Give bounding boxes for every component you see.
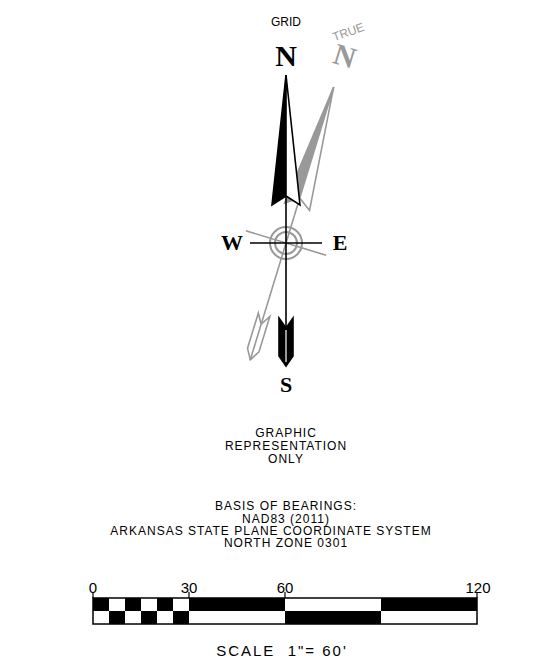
bearing-note: NORTH ZONE 0301 [224, 537, 348, 549]
scale-block [125, 598, 141, 611]
grid-label: GRID [271, 16, 301, 28]
scale-number: 0 [89, 580, 97, 595]
north-letter: N [275, 41, 297, 71]
scale-block [173, 611, 189, 624]
scale-block [381, 611, 477, 624]
scale-text: SCALE 1"= 60' [216, 643, 348, 658]
scale-block [189, 598, 285, 611]
bearing-note: ARKANSAS STATE PLANE COORDINATE SYSTEM [110, 525, 431, 537]
grid-north-arrow [250, 75, 322, 366]
scale-number: 30 [181, 580, 198, 595]
note-text: ONLY [268, 453, 304, 465]
scale-block [285, 598, 381, 611]
scale-block [173, 598, 189, 611]
scale-block [125, 611, 141, 624]
east-letter: E [333, 232, 348, 254]
scale-block [109, 611, 125, 624]
note-text: GRAPHIC [255, 427, 317, 439]
scale-block [157, 611, 173, 624]
scale-bar [93, 592, 477, 624]
scale-block [285, 611, 381, 624]
true-label: TRUE [331, 21, 366, 43]
bearing-note: NAD83 (2011) [242, 513, 330, 525]
scale-block [141, 611, 157, 624]
scale-block [109, 598, 125, 611]
west-letter: W [221, 232, 243, 254]
scale-block [381, 598, 477, 611]
scale-block [157, 598, 173, 611]
south-letter: S [280, 374, 292, 396]
north-letter: N [330, 38, 359, 73]
true-north-arrow [210, 75, 374, 372]
scale-block [189, 611, 285, 624]
note-text: REPRESENTATION [225, 440, 347, 452]
scale-block [93, 611, 109, 624]
scale-block [93, 598, 109, 611]
bearing-note: BASIS OF BEARINGS: [215, 500, 357, 512]
scale-outline [93, 598, 477, 624]
scale-number: 120 [465, 580, 490, 595]
scale-number: 60 [277, 580, 294, 595]
scale-block [141, 598, 157, 611]
